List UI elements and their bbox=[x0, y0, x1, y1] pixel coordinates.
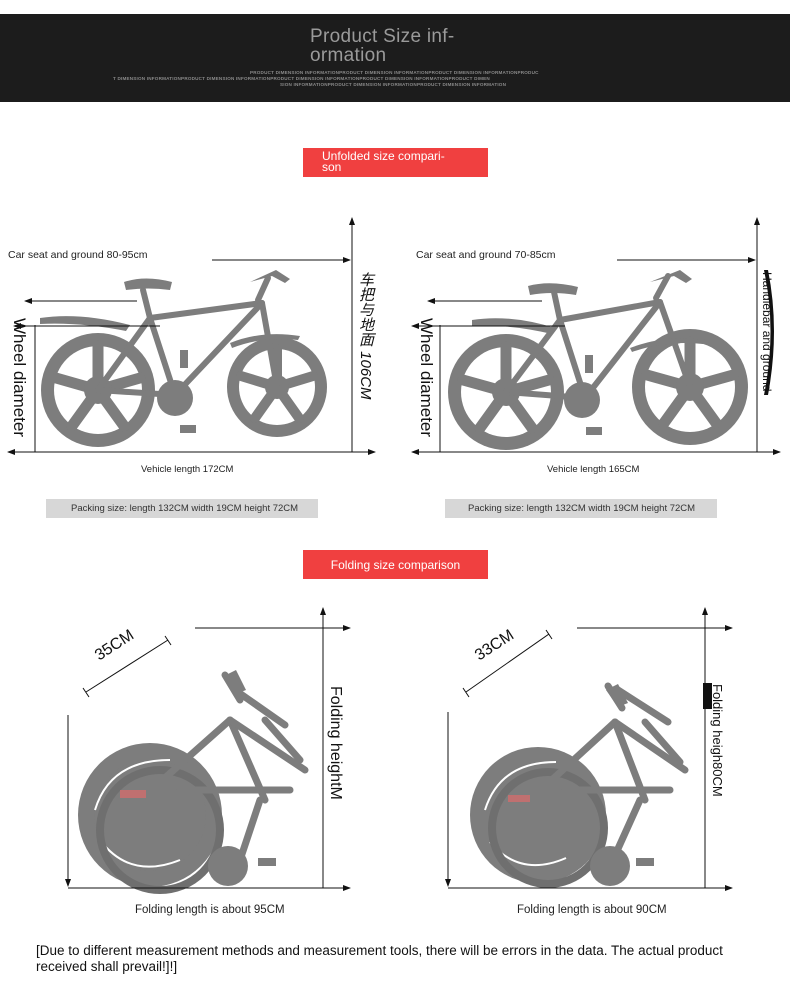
unfolded-section-banner: Unfolded size compari- son bbox=[303, 148, 488, 177]
folding-length-label: Folding length is about 95CM bbox=[135, 904, 285, 916]
unfolded-left-dimension-lines bbox=[7, 217, 376, 455]
folding-height-label: Folding heightM bbox=[327, 686, 344, 800]
unfolded-banner-label: Unfolded size compari- son bbox=[322, 149, 445, 174]
unfolded-bike-right bbox=[448, 270, 748, 450]
header-micro-line: PRODUCT DIMENSION INFORMATIONPRODUCT DIM… bbox=[250, 70, 539, 75]
vehicle-length-label: Vehicle length 172CM bbox=[141, 464, 234, 475]
folding-length-label: Folding length is about 90CM bbox=[517, 904, 667, 916]
folding-section-banner: Folding size comparison bbox=[303, 550, 488, 579]
handlebar-label-shadow bbox=[764, 270, 774, 395]
seat-height-label: Car seat and ground 70-85cm bbox=[416, 249, 556, 261]
folded-right-dimension-lines bbox=[445, 607, 733, 891]
folded-bike-right bbox=[470, 682, 689, 888]
height-label-shadow bbox=[703, 683, 712, 709]
unfolded-bike-left bbox=[40, 270, 327, 447]
packing-size-label: Packing size: length 132CM width 19CM he… bbox=[445, 499, 717, 518]
packing-size-text: Packing size: length 132CM width 19CM he… bbox=[71, 503, 299, 514]
folding-banner-label: Folding size comparison bbox=[330, 558, 461, 572]
folded-bike-left bbox=[78, 670, 309, 894]
header-micro-line: SION INFORMATIONPRODUCT DIMENSION INFORM… bbox=[280, 82, 507, 87]
unfolded-right-dimension-lines bbox=[411, 217, 781, 455]
header-micro-line: T DIMENSION INFORMATIONPRODUCT DIMENSION… bbox=[113, 76, 490, 81]
vehicle-length-label: Vehicle length 165CM bbox=[547, 464, 640, 475]
handlebar-height-label: 车把与地面 106CM bbox=[357, 272, 374, 400]
folded-left-dimension-lines bbox=[65, 607, 351, 891]
header-banner bbox=[0, 14, 790, 102]
seat-height-label: Car seat and ground 80-95cm bbox=[8, 249, 148, 261]
wheel-diameter-label: Wheel diameter bbox=[417, 318, 436, 438]
folding-height-label: Folding heigh80CM bbox=[710, 684, 725, 797]
wheel-diameter-label: Wheel diameter bbox=[10, 318, 29, 438]
packing-size-text: Packing size: length 132CM width 19CM he… bbox=[468, 503, 696, 514]
packing-size-label: Packing size: length 132CM width 19CM he… bbox=[46, 499, 318, 518]
handlebar-height-label: Handlebar and ground bbox=[760, 272, 774, 392]
disclaimer-note: [Due to different measurement methods an… bbox=[36, 943, 723, 974]
page-title: Product Size inf- ormation bbox=[310, 26, 455, 66]
